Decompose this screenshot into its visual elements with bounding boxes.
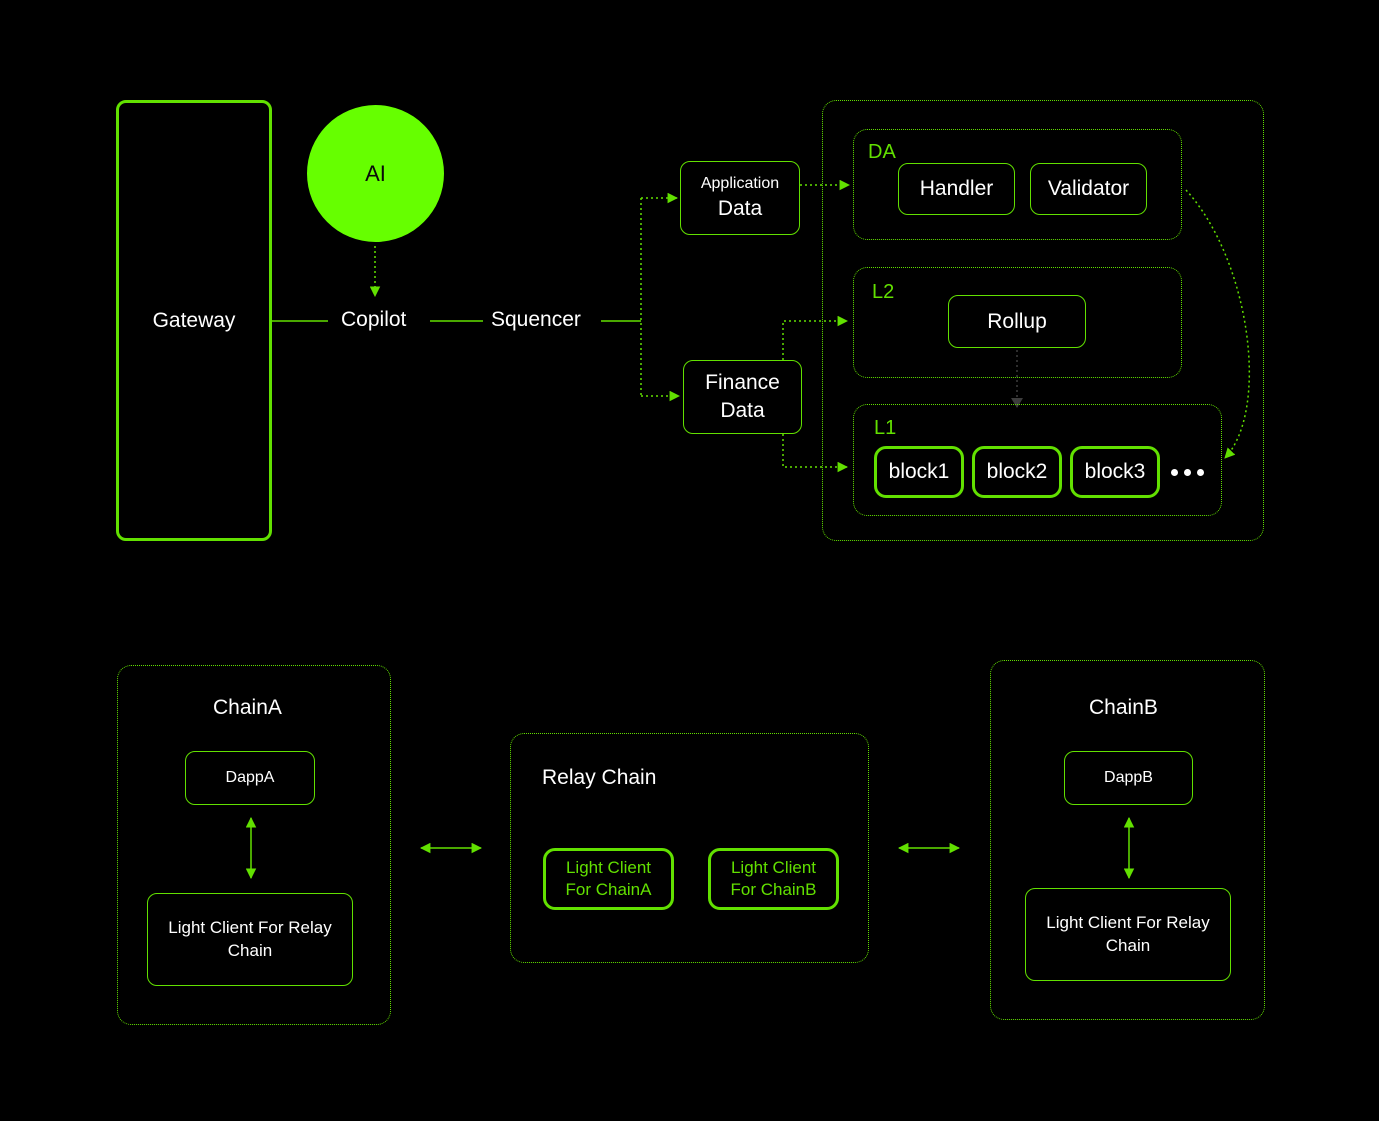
dapp-b-label: DappB xyxy=(1104,769,1153,786)
finance-to-l2-arrow xyxy=(782,315,849,360)
l1-box xyxy=(853,404,1222,516)
block3-label: block3 xyxy=(1084,460,1146,483)
chain-a-light-client-box: Light Client For Relay Chain xyxy=(147,893,353,986)
chain-b-light-client-line2: Chain xyxy=(1105,936,1151,955)
l2-title: L2 xyxy=(872,281,895,303)
relay-client-a-line2: For ChainA xyxy=(565,880,652,899)
chain-a-title: ChainA xyxy=(213,696,282,719)
chain-a-light-client-line1: Light Client For Relay xyxy=(168,918,332,937)
rollup-label: Rollup xyxy=(987,309,1047,333)
finance-data-box: Finance Data xyxy=(683,360,802,434)
application-data-line2: Data xyxy=(717,197,763,220)
rollup-box: Rollup xyxy=(948,295,1086,348)
handler-label: Handler xyxy=(919,177,994,200)
sequencer-label: Squencer xyxy=(491,308,581,331)
finance-data-line1: Finance xyxy=(705,371,780,394)
dapp-a-label: DappA xyxy=(225,769,275,786)
application-data-box: Application Data xyxy=(680,161,800,235)
relay-client-a-box: Light Client For ChainA xyxy=(543,848,674,910)
handler-box: Handler xyxy=(898,163,1015,215)
block2-label: block2 xyxy=(986,460,1048,483)
block2-box: block2 xyxy=(972,446,1062,498)
finance-data-line2: Data xyxy=(720,399,765,422)
block1-label: block1 xyxy=(888,460,950,483)
block1-box: block1 xyxy=(874,446,964,498)
gateway-box: Gateway xyxy=(116,100,272,541)
relay-client-a-line1: Light Client xyxy=(565,858,652,877)
block3-box: block3 xyxy=(1070,446,1160,498)
da-to-l1-curve-arrow xyxy=(1185,189,1250,459)
copilot-label: Copilot xyxy=(341,308,407,331)
more-blocks-ellipsis-icon xyxy=(1171,469,1204,476)
gateway-label: Gateway xyxy=(152,308,236,332)
chain-a-light-client-line2: Chain xyxy=(227,941,273,960)
application-data-line1: Application xyxy=(700,175,780,192)
relay-client-b-line1: Light Client xyxy=(730,858,817,877)
chain-b-title: ChainB xyxy=(1089,696,1158,719)
dapp-a-box: DappA xyxy=(185,751,315,805)
chain-a-box xyxy=(117,665,391,1025)
validator-label: Validator xyxy=(1047,177,1130,200)
validator-box: Validator xyxy=(1030,163,1147,215)
ai-label: AI xyxy=(365,160,386,186)
da-title: DA xyxy=(868,141,896,163)
l1-title: L1 xyxy=(874,417,897,439)
relay-client-b-line2: For ChainB xyxy=(730,880,817,899)
relay-chain-title: Relay Chain xyxy=(542,766,657,789)
da-box xyxy=(853,129,1182,240)
layers-container xyxy=(822,100,1264,541)
finance-to-l1-arrow xyxy=(782,434,849,473)
ai-circle: AI xyxy=(307,105,444,242)
chain-b-light-client-box: Light Client For Relay Chain xyxy=(1025,888,1231,981)
relay-client-b-box: Light Client For ChainB xyxy=(708,848,839,910)
l2-box xyxy=(853,267,1182,378)
chain-b-light-client-line1: Light Client For Relay xyxy=(1046,913,1210,932)
dapp-b-box: DappB xyxy=(1064,751,1193,805)
chain-b-box xyxy=(990,660,1265,1020)
relay-chain-box xyxy=(510,733,869,963)
